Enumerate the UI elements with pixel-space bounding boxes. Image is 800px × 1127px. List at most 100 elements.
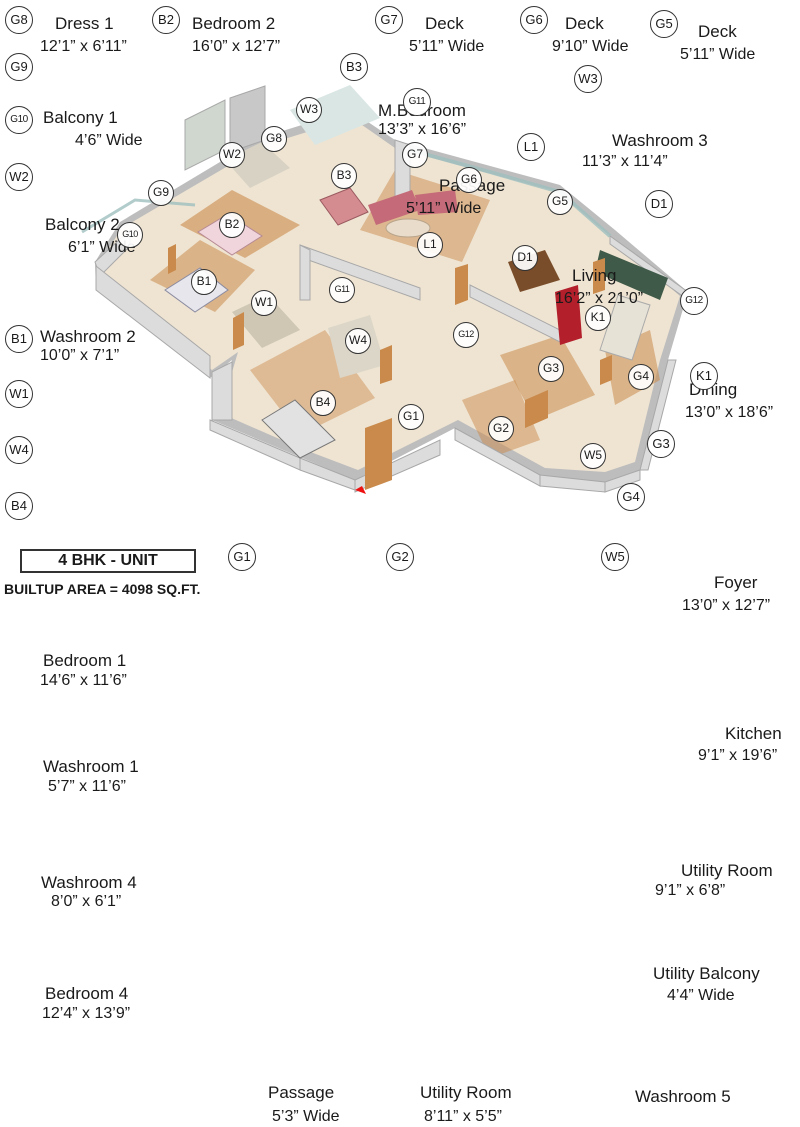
plan-marker-g5: G5 [547,189,573,215]
plan-marker-g7: G7 [402,142,428,168]
legend-code-badge: G12 [680,287,708,315]
legend-code-badge: K1 [690,362,718,390]
door [455,264,468,305]
legend-room-dimension: 5’7” x 11’6” [48,778,126,795]
wall [604,469,641,493]
legend-code-badge: D1 [645,190,673,218]
plan-marker-b2: B2 [219,212,245,238]
legend-room-dimension: 13’3” x 16’6” [378,121,467,138]
plan-marker-g6: G6 [456,167,482,193]
kitchen-counter [595,250,668,300]
plan-marker-w3: W3 [296,97,322,123]
plan-marker-g8: G8 [261,126,287,152]
legend-room-dimension: 5’11” Wide [680,46,756,63]
legend-room-dimension: 11’3” x 11’4” [582,153,668,170]
plan-marker-g12: G12 [453,322,479,348]
plan-marker-l1: L1 [417,232,443,258]
legend-room-name: Deck [565,14,604,33]
legend-code-badge: G1 [228,543,256,571]
plan-marker-w2: W2 [219,142,245,168]
legend-room-dimension: 6’1” Wide [68,239,136,256]
legend-room-dimension: 9’10” Wide [552,38,629,55]
legend-room-dimension: 4’4” Wide [667,987,735,1004]
legend-code-badge: B4 [5,492,33,520]
living-deck-floor [360,170,490,262]
legend-room-dimension: 12’4” x 13’9” [42,1005,131,1022]
legend-room-name: Balcony 1 [43,108,118,127]
balcony-railing [81,198,196,234]
plan-marker-g3: G3 [538,356,564,382]
legend-code-badge: B2 [152,6,180,34]
entry-arrow [355,486,366,494]
legend-code-badge: G5 [650,10,678,38]
legend-room-name: Utility Room [420,1083,512,1102]
door [600,355,612,385]
legend-room-name: Dress 1 [55,14,114,33]
legend-code-badge: G3 [647,430,675,458]
legend-room-name: Deck [425,14,464,33]
bed-b3 [319,187,369,226]
plan-marker-b4: B4 [310,390,336,416]
legend-room-dimension: 5’11” Wide [409,38,485,55]
door [233,312,244,350]
kitchen-floor [599,294,651,361]
legend-code-badge: B1 [5,325,33,353]
legend-room-dimension: 16’2” x 21’0” [555,290,644,307]
washroom3-floor [290,85,380,145]
door [593,258,605,294]
plan-marker-w4: W4 [345,328,371,354]
legend-code-badge: G2 [386,543,414,571]
legend-room-name: Balcony 2 [45,215,120,234]
bed-b4 [261,399,336,459]
legend-room-dimension: 14’6” x 11’6” [40,672,127,689]
legend-code-badge: W2 [5,163,33,191]
legend-room-dimension: 13’0” x 18’6” [685,404,774,421]
legend-room-name: Washroom 5 [635,1087,731,1106]
legend-room-dimension: 16’0” x 12’7” [192,38,281,55]
legend-room-name: Washroom 1 [43,757,139,776]
wall [299,244,311,301]
plan-marker-g1: G1 [398,404,424,430]
unit-type-label: 4 BHK - UNIT [20,549,196,573]
plan-marker-d1: D1 [512,245,538,271]
legend-room-dimension: 13’0” x 12’7” [682,597,771,614]
washroom1-floor [232,295,300,348]
floor-plan-3d [81,85,689,494]
legend-code-badge: G6 [520,6,548,34]
legend-room-dimension: 8’0” x 6’1” [51,893,122,910]
rug [385,218,431,238]
legend-code-badge: W3 [574,65,602,93]
plan-marker-w5: W5 [580,443,606,469]
legend-room-name: Deck [698,22,737,41]
plan-marker-g11: G11 [329,277,355,303]
legend-code-badge: B3 [340,53,368,81]
fridge [555,285,582,345]
legend-room-name: Bedroom 4 [45,984,129,1003]
legend-code-badge: W5 [601,543,629,571]
legend-room-name: Utility Balcony [653,964,760,983]
legend-code-badge: G9 [5,53,33,81]
builtup-area: BUILTUP AREA = 4098 SQ.FT. [4,581,201,597]
plan-marker-k1: K1 [585,305,611,331]
plan-marker-w1: W1 [251,290,277,316]
legend-room-name: Foyer [714,573,758,592]
legend-room-dimension: 9’1” x 19’6” [698,747,778,764]
legend-code-badge: G10 [5,106,33,134]
plan-marker-g4: G4 [628,364,654,390]
legend-room-name: Washroom 2 [40,327,136,346]
legend-room-name: Washroom 3 [612,131,708,150]
plan-marker-b1: B1 [191,269,217,295]
legend-room-name: Bedroom 2 [192,14,276,33]
plan-marker-g9: G9 [148,180,174,206]
legend-room-name: Living [572,266,617,285]
sofa-living-2 [415,190,458,215]
legend-code-badge: G8 [5,6,33,34]
main-door [365,418,392,490]
legend-code-badge: G11 [403,88,431,116]
legend-code-badge: G7 [375,6,403,34]
legend-room-dimension: 5’11” Wide [406,200,482,217]
door [168,244,176,274]
legend-room-dimension: 4’6” Wide [75,132,143,149]
door [525,390,548,428]
legend-room-dimension: 9’1” x 6’8” [655,882,726,899]
